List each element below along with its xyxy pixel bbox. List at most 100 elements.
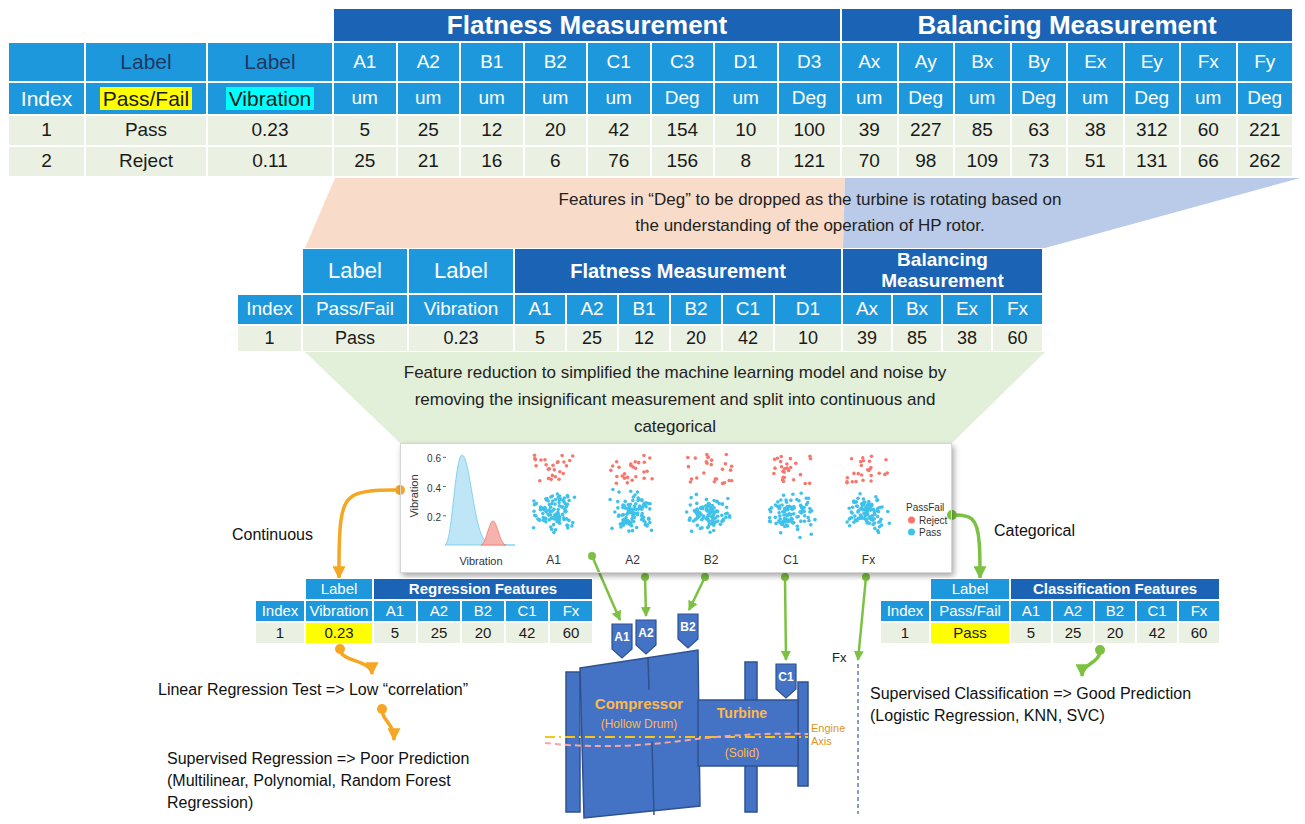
table-cell: Fx (549, 600, 593, 622)
data-point (630, 524, 634, 528)
data-point (533, 514, 537, 518)
cell-text: Fx (1191, 603, 1208, 620)
cell-text: 156 (666, 151, 698, 172)
data-point (629, 462, 633, 466)
data-point (781, 469, 785, 473)
data-point (566, 502, 570, 506)
data-point (799, 519, 803, 523)
data-point (809, 457, 813, 461)
table-cell: 5 (333, 115, 397, 146)
data-point (700, 518, 704, 522)
data-point (781, 521, 785, 525)
data-point (782, 480, 786, 484)
note-band: Features in “Deg” to be dropped as the t… (305, 178, 1300, 248)
data-point (717, 502, 721, 506)
data-point (558, 494, 562, 498)
data-point (689, 496, 693, 500)
cell-text: 38 (1085, 120, 1106, 141)
data-point (617, 513, 621, 517)
cell-text: Label (328, 259, 382, 283)
data-point (711, 513, 715, 517)
table-cell: Ay (898, 42, 955, 82)
cell-text: Pass (335, 329, 375, 349)
data-point (880, 505, 884, 509)
data-point (613, 510, 617, 514)
cell-text: 0.23 (252, 120, 289, 141)
legend-swatch (908, 529, 915, 536)
table-cell: A1 (373, 600, 417, 622)
data-point (568, 459, 572, 463)
cell-text: 312 (1136, 120, 1168, 141)
data-point (710, 458, 714, 462)
data-point (713, 477, 717, 481)
band-shape (305, 178, 845, 248)
scatter-points (532, 453, 891, 540)
table-cell: um (1180, 82, 1237, 115)
data-point (563, 510, 567, 514)
data-point (538, 479, 542, 483)
data-point (543, 506, 547, 510)
tick (443, 515, 446, 516)
data-point (809, 523, 813, 527)
band-outline (305, 178, 1300, 248)
data-point (869, 474, 873, 478)
band-shape (843, 178, 1300, 248)
cell-text: Bx (971, 52, 993, 73)
data-point (866, 513, 870, 517)
data-point (615, 475, 619, 479)
data-point (802, 510, 806, 514)
data-point (721, 519, 725, 523)
table-cell: Pass/Fail (930, 600, 1010, 622)
data-point (806, 516, 810, 520)
data-point (779, 498, 783, 502)
cell-text: Fx (1007, 299, 1028, 320)
table-cell: Label (85, 42, 207, 82)
table-cell: 38 (1067, 115, 1124, 146)
data-point (554, 475, 558, 479)
data-point (706, 455, 710, 459)
data-point (872, 517, 876, 521)
cell-text: Deg (792, 88, 827, 109)
cell-text: Label (434, 259, 488, 283)
data-point (573, 495, 577, 499)
data-point (621, 513, 625, 517)
data-point (637, 507, 641, 511)
flow-arrow (1082, 650, 1100, 676)
table-cell: 39 (842, 325, 892, 352)
table-cell: 39 (841, 115, 898, 146)
data-point (548, 467, 552, 471)
cell-text: 25 (354, 151, 375, 172)
cell-text: C1 (607, 52, 631, 73)
data-point (802, 509, 806, 513)
cell-text: Deg (1134, 88, 1169, 109)
data-point (556, 511, 560, 515)
table-cell: Label (302, 248, 408, 294)
cell-text: 20 (686, 329, 706, 349)
data-point (552, 531, 556, 535)
data-point (851, 480, 855, 484)
cell-text: Deg (1247, 88, 1282, 109)
data-point (627, 529, 631, 533)
table-cell: Ey (1124, 42, 1181, 82)
data-point (642, 454, 646, 458)
table-cell: 12 (618, 325, 670, 352)
data-point (856, 472, 860, 476)
data-point (792, 512, 796, 516)
data-point (789, 513, 793, 517)
data-point (785, 513, 789, 517)
data-point (564, 509, 568, 513)
part-name: (Solid) (725, 746, 760, 760)
data-point (709, 463, 713, 467)
table-cell: Bx (954, 42, 1011, 82)
cell-text: C1 (517, 603, 536, 620)
data-point (695, 476, 699, 480)
data-point (797, 499, 801, 503)
table-cell: 227 (898, 115, 955, 146)
data-point (873, 521, 877, 525)
data-point (886, 510, 890, 514)
cell-text: C1 (1147, 603, 1166, 620)
table-cell: 20 (461, 622, 505, 644)
data-point (558, 504, 562, 508)
table-cell: um (460, 82, 524, 115)
